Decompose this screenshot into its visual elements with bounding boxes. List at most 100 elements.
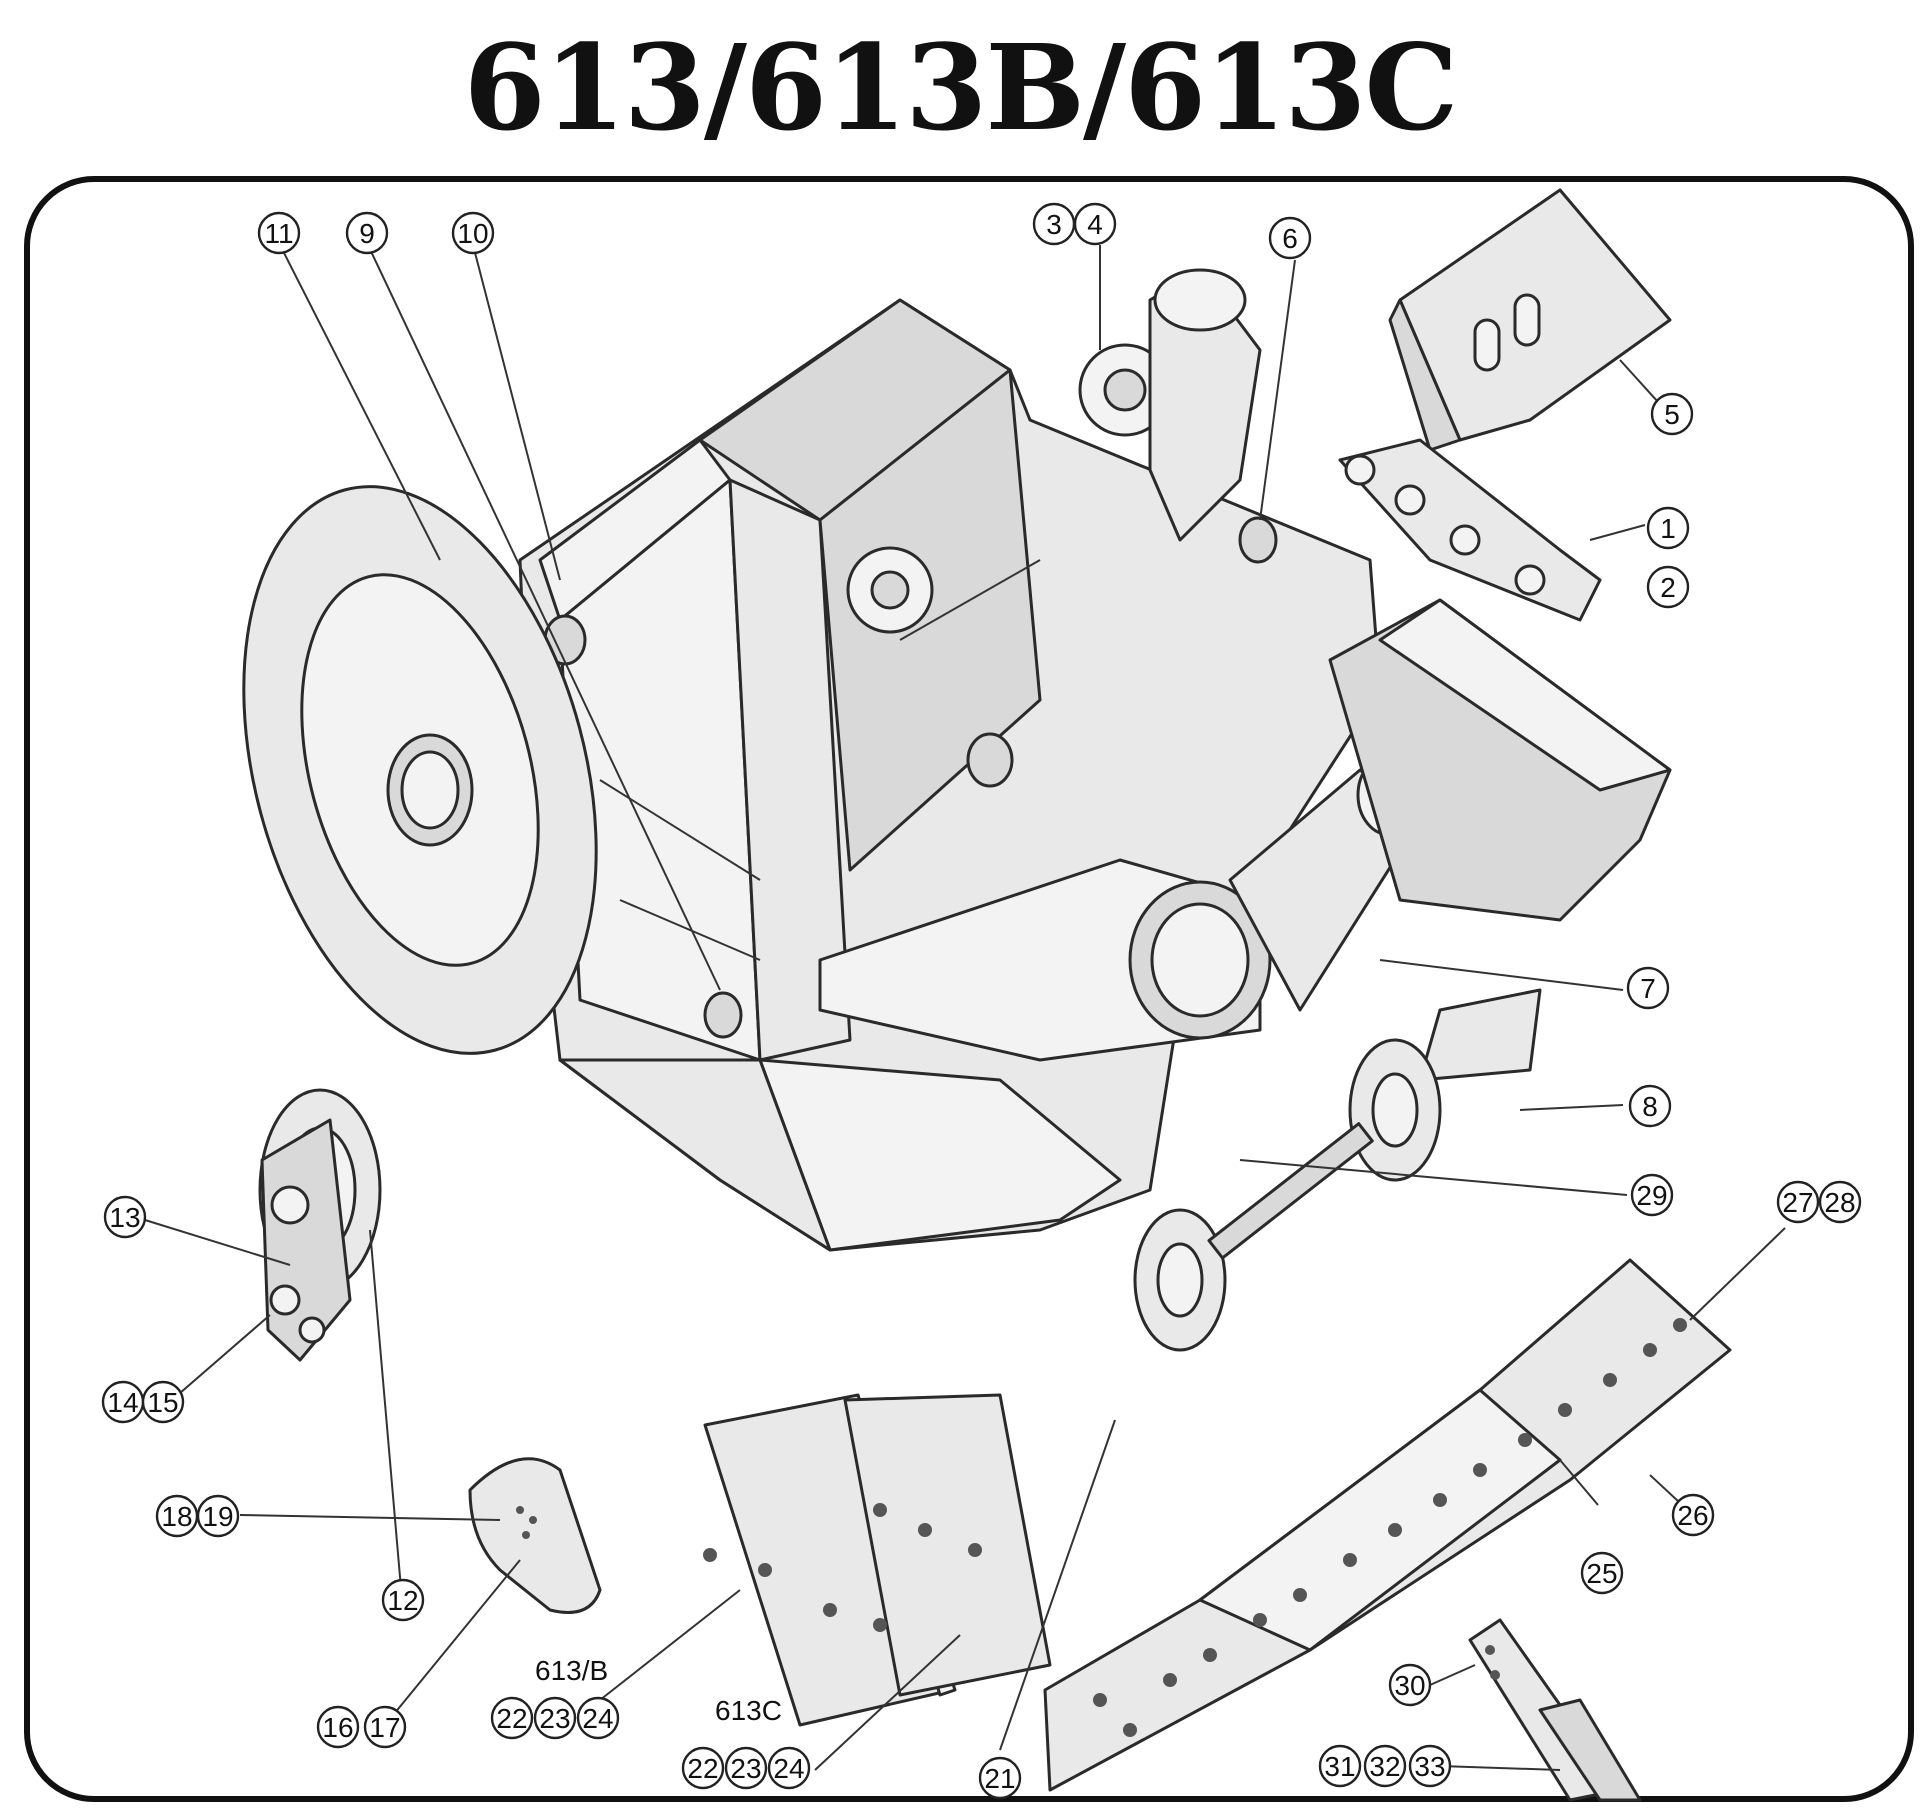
callout-label: 15 <box>147 1387 178 1418</box>
callout-circle <box>1671 1493 1715 1537</box>
callout-label: 32 <box>1369 1751 1400 1782</box>
callout-circle <box>1646 506 1690 550</box>
callout-c16: 16 <box>316 1705 360 1749</box>
callout-circle <box>978 1756 1022 1800</box>
callout-c22b: 22 <box>681 1746 725 1790</box>
callout-circle <box>345 211 389 255</box>
callout-label: 9 <box>359 218 375 249</box>
callout-c30: 30 <box>1388 1663 1432 1707</box>
callout-label: 29 <box>1636 1180 1667 1211</box>
callout-c19: 19 <box>196 1494 240 1538</box>
callout-label: 23 <box>730 1753 761 1784</box>
callout-circle <box>1363 1744 1407 1788</box>
callout-label: 24 <box>773 1753 804 1784</box>
callout-c25: 25 <box>1580 1551 1624 1595</box>
callout-c11: 11 <box>257 211 301 255</box>
callout-circle <box>1318 1744 1362 1788</box>
callout-c31: 31 <box>1318 1744 1362 1788</box>
callout-label: 4 <box>1087 209 1103 240</box>
callout-label: 17 <box>369 1712 400 1743</box>
callout-label: 28 <box>1824 1187 1855 1218</box>
callout-label: 30 <box>1394 1670 1425 1701</box>
callout-circle <box>1408 1744 1452 1788</box>
callout-label: 23 <box>539 1703 570 1734</box>
roller-wheels <box>1133 1038 1442 1352</box>
callout-c26: 26 <box>1671 1493 1715 1537</box>
callout-c13: 13 <box>103 1195 147 1239</box>
callout-circle <box>1646 565 1690 609</box>
part-25-28-blade <box>1043 1258 1732 1792</box>
callout-circle <box>1388 1663 1432 1707</box>
callout-c12: 12 <box>381 1578 425 1622</box>
callout-label: 10 <box>457 218 488 249</box>
callout-label: 22 <box>496 1703 527 1734</box>
sprocket-drive-assembly <box>543 268 1278 1039</box>
callout-label: 3 <box>1046 209 1062 240</box>
callout-c28: 28 <box>1818 1180 1862 1224</box>
callout-label: 25 <box>1586 1558 1617 1589</box>
callout-circle <box>724 1746 768 1790</box>
callout-circle <box>103 1195 147 1239</box>
callout-circle <box>141 1380 185 1424</box>
diagram-title: 613/613B/613C <box>463 18 1459 157</box>
callout-c7: 7 <box>1626 966 1670 1010</box>
callout-circle <box>1626 966 1670 1010</box>
callout-label: 5 <box>1664 399 1680 430</box>
part-1-2-chain <box>1338 438 1602 622</box>
callout-label: 22 <box>687 1753 718 1784</box>
callout-c6: 6 <box>1268 216 1312 260</box>
callout-label: 31 <box>1324 1751 1355 1782</box>
callout-circle <box>257 211 301 255</box>
scraper-bowl-assembly <box>518 298 1672 1252</box>
callout-circle <box>1268 216 1312 260</box>
callout-label: 26 <box>1677 1500 1708 1531</box>
callout-circle <box>1580 1551 1624 1595</box>
callout-c32: 32 <box>1363 1744 1407 1788</box>
callout-c27: 27 <box>1776 1180 1820 1224</box>
callout-c23a: 23 <box>533 1696 577 1740</box>
callout-label: 8 <box>1642 1091 1658 1122</box>
callout-c14: 14 <box>101 1380 145 1424</box>
variant-label-613b: 613/B <box>535 1655 608 1686</box>
callout-circle <box>576 1696 620 1740</box>
part-16-19-clamp <box>468 1457 602 1614</box>
callout-c4: 4 <box>1073 202 1117 246</box>
callout-c15: 15 <box>141 1380 185 1424</box>
callout-c5: 5 <box>1650 392 1694 436</box>
callout-c8: 8 <box>1628 1084 1672 1128</box>
scraper-wheel <box>242 485 598 1055</box>
callout-c21: 21 <box>978 1756 1022 1800</box>
callout-circle <box>363 1705 407 1749</box>
callout-c23b: 23 <box>724 1746 768 1790</box>
callout-label: 18 <box>161 1501 192 1532</box>
callout-circle <box>381 1578 425 1622</box>
callout-circle <box>767 1746 811 1790</box>
part-30-33-side-bracket <box>1468 1618 1642 1802</box>
callout-c33: 33 <box>1408 1744 1452 1788</box>
callout-c24a: 24 <box>576 1696 620 1740</box>
callout-circle <box>1776 1180 1820 1224</box>
callout-label: 1 <box>1660 513 1676 544</box>
callout-circle <box>316 1705 360 1749</box>
callout-circle <box>1650 392 1694 436</box>
callout-label: 33 <box>1414 1751 1445 1782</box>
callout-label: 13 <box>109 1202 140 1233</box>
callout-label: 21 <box>984 1763 1015 1794</box>
callout-c3: 3 <box>1032 202 1076 246</box>
part-5-wear-plate <box>1388 188 1672 452</box>
callout-circle <box>451 211 495 255</box>
callout-circle <box>490 1696 534 1740</box>
callout-c10: 10 <box>451 211 495 255</box>
callout-label: 11 <box>264 218 293 249</box>
diagram-frame <box>24 176 1914 1802</box>
callout-label: 14 <box>107 1387 138 1418</box>
callout-circle <box>533 1696 577 1740</box>
callout-c24b: 24 <box>767 1746 811 1790</box>
callout-circle <box>1818 1180 1862 1224</box>
callout-c1: 1 <box>1646 506 1690 550</box>
callout-c29: 29 <box>1630 1173 1674 1217</box>
callout-c2: 2 <box>1646 565 1690 609</box>
part-22-24-edge-plates <box>703 1393 1052 1727</box>
variant-label-613c: 613C <box>715 1695 782 1726</box>
